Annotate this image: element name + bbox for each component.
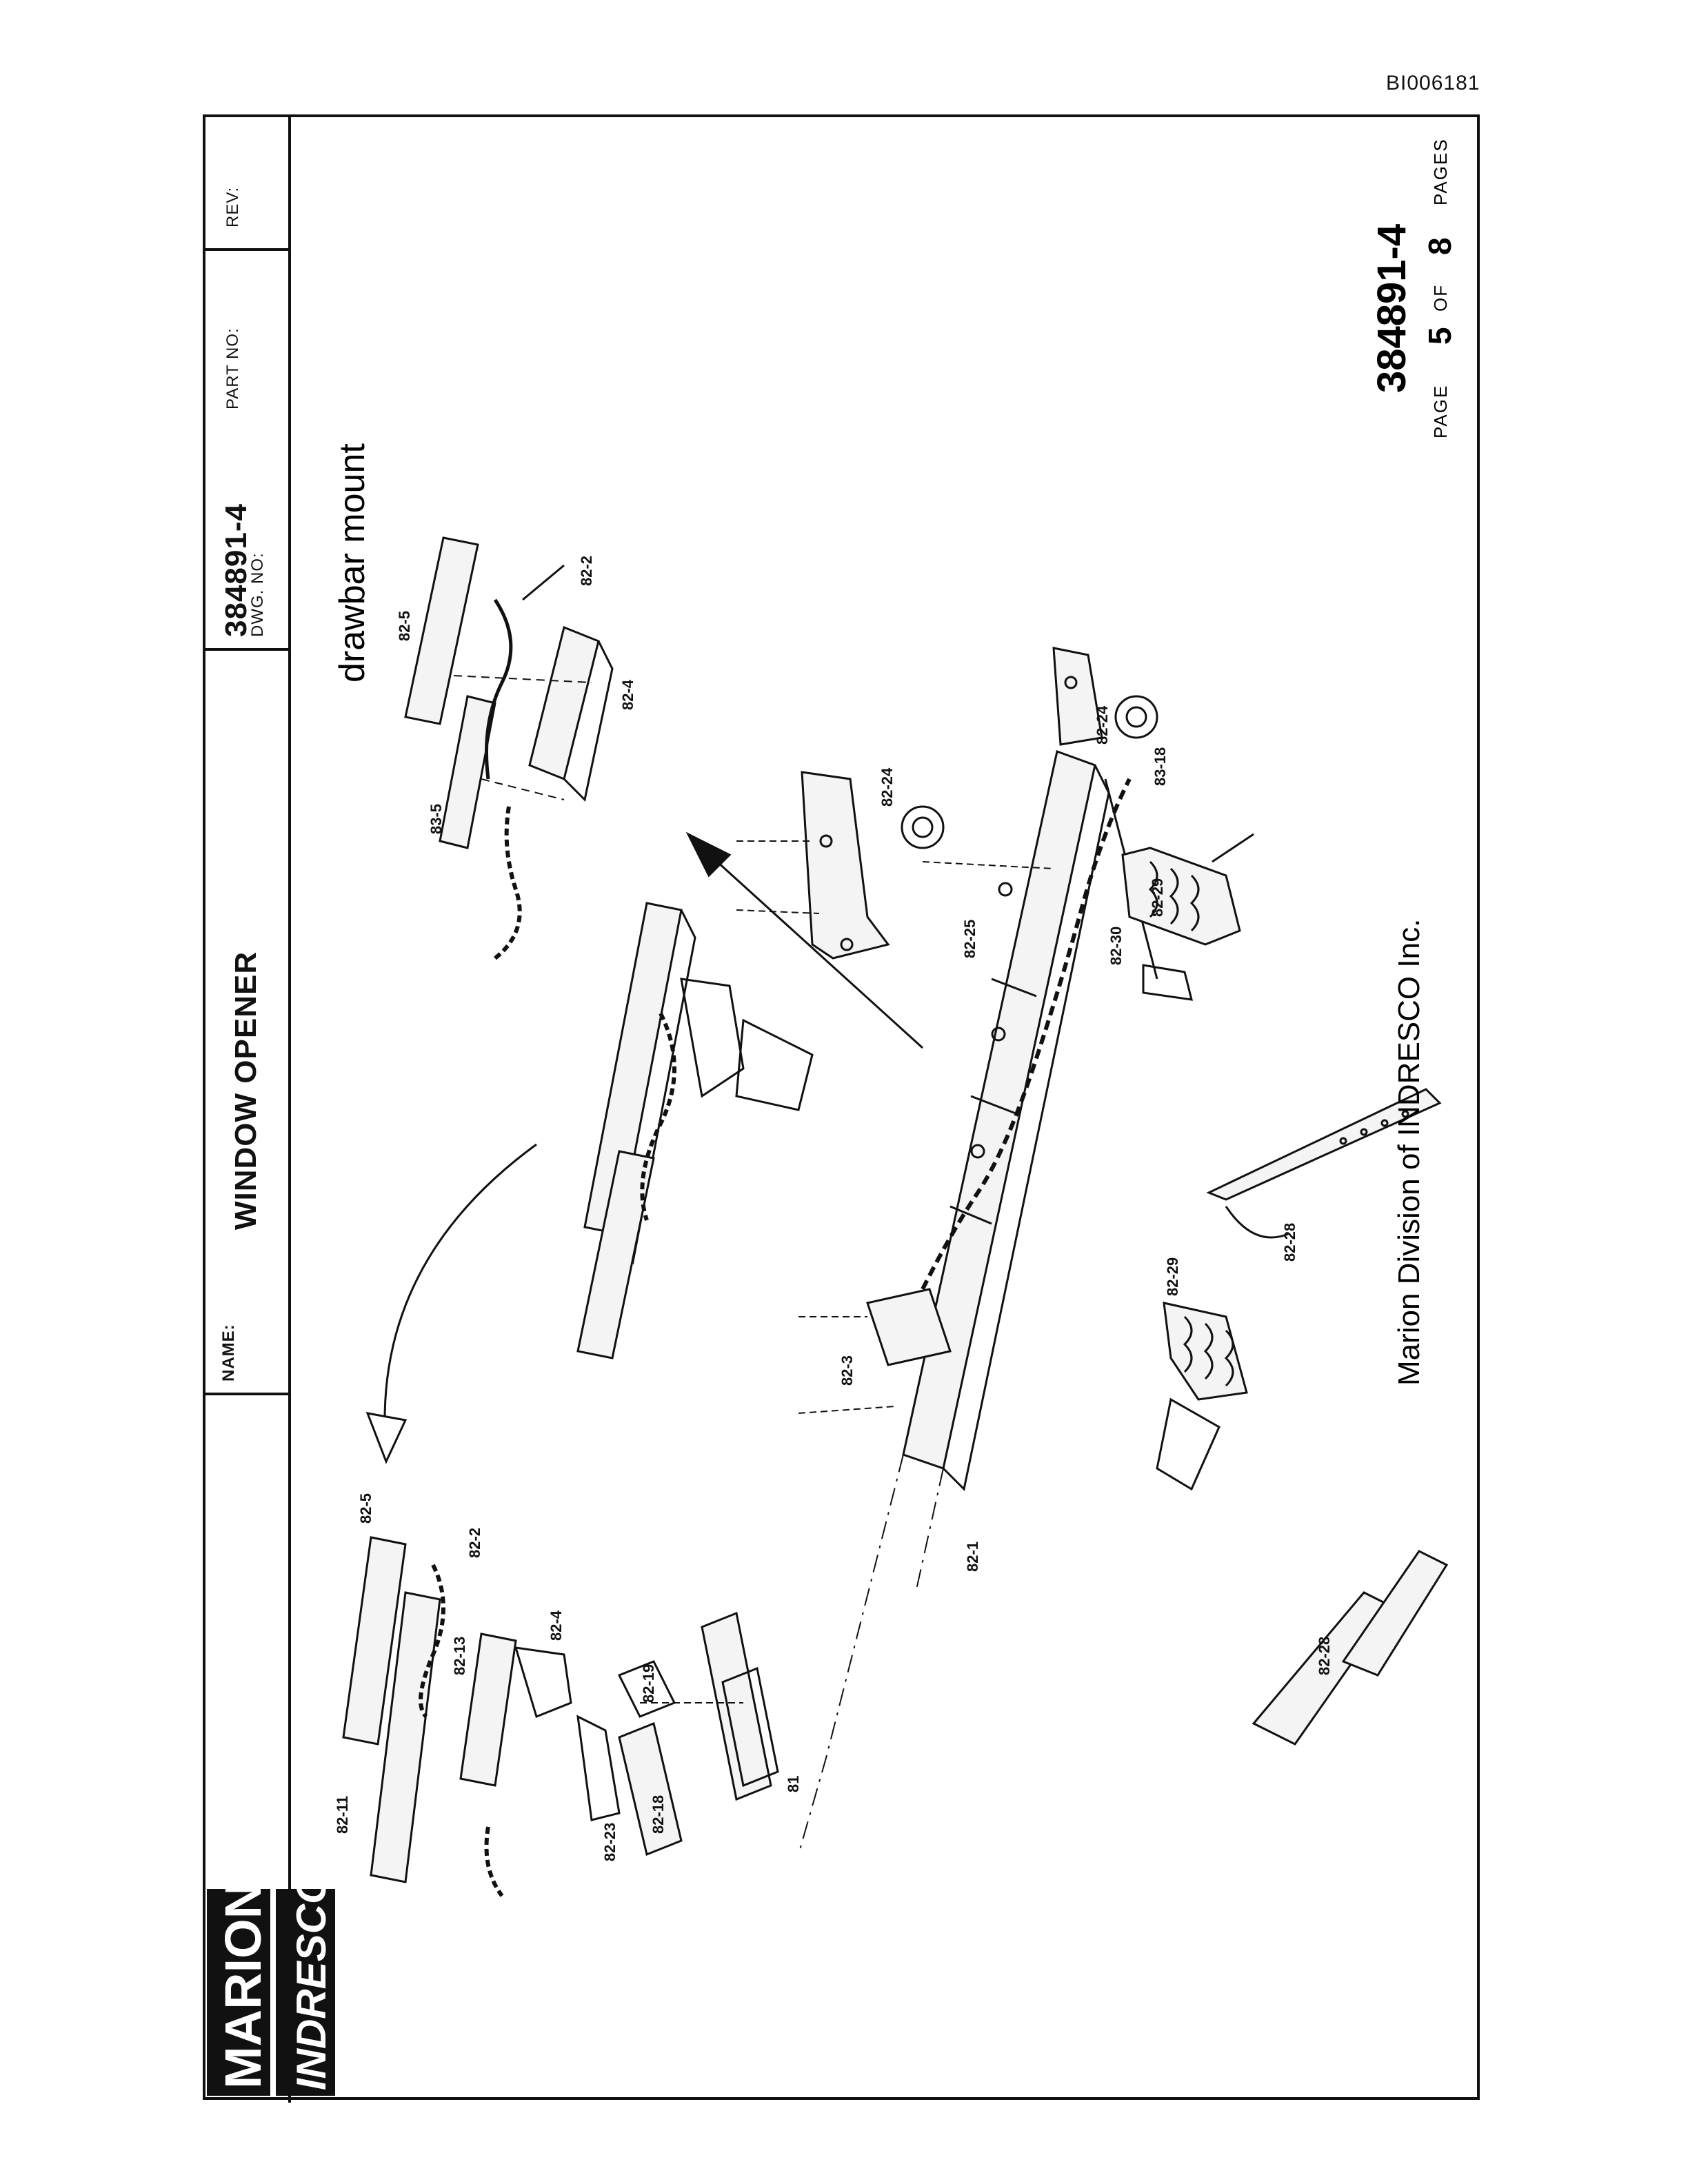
rod-82-28 xyxy=(1206,1088,1442,1239)
callout-82-23: 82-23 xyxy=(601,1823,619,1861)
callout-82-28-a: 82-28 xyxy=(1281,1223,1298,1262)
part-number-cell: PART NO: 384891-4 DWG. NO: xyxy=(205,251,288,651)
logo-text-indresco: INDRESCO xyxy=(288,1889,334,2090)
callout-82-5-bottom: 82-5 xyxy=(357,1493,374,1524)
callout-83-18: 83-18 xyxy=(1152,747,1169,786)
marion-indresco-logo: MARION INDRESCO xyxy=(207,1889,335,2096)
callout-82-1: 82-1 xyxy=(964,1541,981,1572)
callout-82-28-b: 82-28 xyxy=(1316,1637,1333,1675)
callout-82-4-bottom: 82-4 xyxy=(547,1610,565,1641)
pages-word: PAGES xyxy=(1430,138,1451,205)
company-name: Marion Division of INDRESCO Inc. xyxy=(1392,919,1426,1386)
logo-text-marion: MARION xyxy=(214,1889,272,2089)
callout-82-24-b: 82-24 xyxy=(1094,705,1111,745)
callout-82-25: 82-25 xyxy=(961,920,978,958)
lower-mount-assembly xyxy=(342,1536,621,1897)
callout-82-3: 82-3 xyxy=(838,1355,856,1386)
callout-82-2-top: 82-2 xyxy=(578,556,595,586)
callout-82-11: 82-11 xyxy=(334,1796,351,1834)
drawing-sheet: REV: PART NO: 384891-4 DWG. NO: NAME: WI… xyxy=(203,114,1480,2103)
upper-mount-assembly xyxy=(404,536,614,960)
callout-82-18: 82-18 xyxy=(650,1795,667,1834)
page-current: 5 xyxy=(1422,327,1458,345)
callout-82-29-a: 82-29 xyxy=(1149,878,1166,917)
middle-mount-assembly xyxy=(576,902,814,1359)
exploded-parts-diagram: 82-5 82-2 82-4 83-5 82-24 82-24 83-18 82… xyxy=(332,138,1458,1897)
document-id: BI006181 xyxy=(1386,72,1480,94)
callout-82-5-top: 82-5 xyxy=(396,611,413,641)
name-cell: NAME: WINDOW OPENER xyxy=(205,651,288,1395)
callout-81: 81 xyxy=(785,1776,802,1792)
detail-arrow-upper xyxy=(685,831,924,1049)
callout-82-4-top: 82-4 xyxy=(619,679,636,710)
of-word: OF xyxy=(1430,284,1451,312)
spring-assembly-lower xyxy=(1156,1302,1248,1491)
callout-83-5: 83-5 xyxy=(428,804,445,834)
drawbar-mount-caption: drawbar mount xyxy=(332,443,372,682)
spring-assembly-upper xyxy=(1121,833,1254,1001)
page-total: 8 xyxy=(1422,237,1458,255)
page-word: PAGE xyxy=(1430,385,1451,438)
callout-82-30: 82-30 xyxy=(1107,927,1125,965)
callout-82-19: 82-19 xyxy=(640,1664,657,1703)
detail-arrow-lower xyxy=(365,1143,537,1464)
footer-part-number: 384891-4 xyxy=(1369,224,1414,393)
callout-82-29-b: 82-29 xyxy=(1164,1257,1181,1296)
callout-82-13: 82-13 xyxy=(451,1637,468,1675)
title-block: REV: PART NO: 384891-4 DWG. NO: NAME: WI… xyxy=(205,117,291,2103)
rev-cell: REV: xyxy=(205,117,288,251)
callout-82-24-a: 82-24 xyxy=(878,767,896,807)
callout-82-2-bottom: 82-2 xyxy=(466,1528,483,1558)
